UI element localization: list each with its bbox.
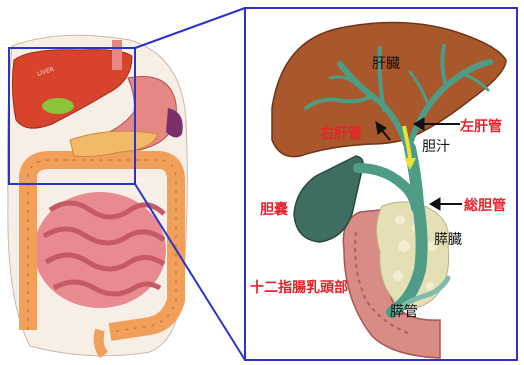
esophagus	[112, 40, 122, 70]
label-liver: 肝臓	[372, 56, 400, 72]
label-pancreatic-duct: 膵管	[390, 304, 418, 320]
gallbladder-small	[42, 98, 74, 114]
label-pancreas: 膵臓	[434, 232, 462, 248]
small-intestine	[34, 192, 166, 308]
label-common-bile-duct: 総胆管	[464, 197, 506, 214]
label-left-hepatic-duct: 左肝管	[459, 118, 502, 135]
label-right-hepatic-duct: 右肝管	[319, 125, 362, 142]
label-bile: 胆汁	[422, 139, 450, 155]
rectum	[99, 330, 104, 355]
digestive-system-illustration: LIVER TRANSVERSE COLON	[8, 35, 188, 356]
zoom-connector-top	[135, 8, 245, 48]
label-gallbladder: 胆嚢	[260, 201, 289, 218]
label-duodenal-papilla: 十二指腸乳頭部	[250, 279, 348, 296]
